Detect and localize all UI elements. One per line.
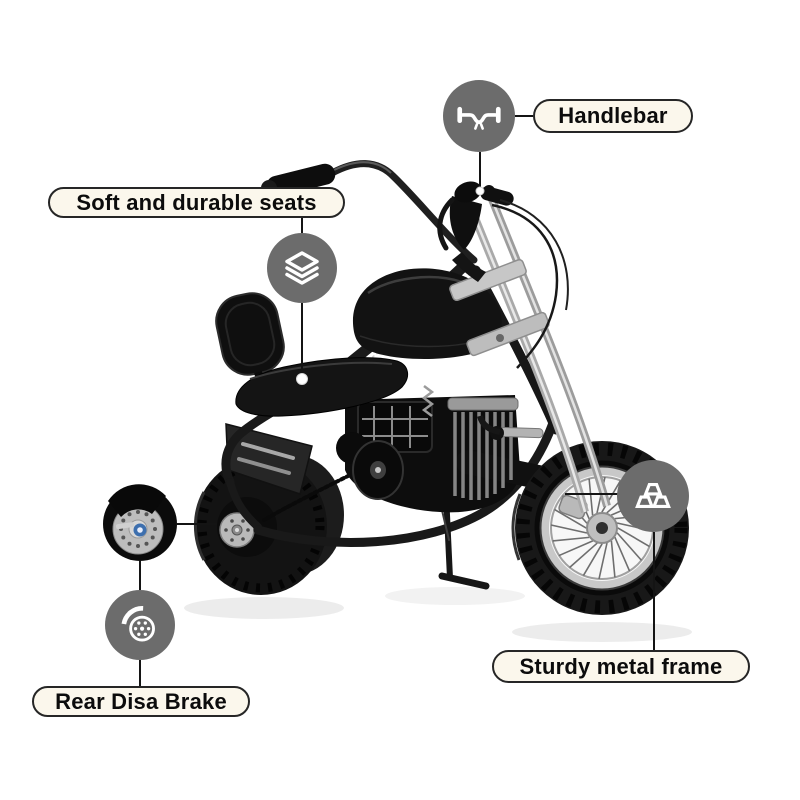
seats-label: Soft and durable seats — [48, 187, 345, 218]
rear-brake-callout-circle — [105, 590, 175, 660]
connector-lines — [139, 115, 655, 686]
frame-callout-circle — [617, 460, 689, 532]
seat — [215, 292, 409, 417]
rear-brake-photo-inset — [103, 484, 177, 561]
handlebar-label-text: Handlebar — [558, 103, 668, 128]
seats-callout-circle — [267, 233, 337, 303]
gold-ingots-icon — [635, 482, 671, 508]
seats-label-text: Soft and durable seats — [76, 189, 317, 215]
handlebar-callout-circle — [443, 80, 515, 152]
handlebar-anchor-dot — [475, 186, 485, 196]
layers-icon — [285, 251, 319, 285]
handlebar-icon — [457, 106, 501, 130]
ground-shadows — [184, 587, 692, 642]
seat-anchor-dot — [296, 373, 308, 385]
handlebar-label: Handlebar — [533, 99, 693, 133]
rear-brake-label: Rear Disa Brake — [32, 686, 250, 717]
frame-label: Sturdy metal frame — [492, 650, 750, 683]
frame-label-text: Sturdy metal frame — [519, 653, 723, 679]
disc-brake-icon — [121, 605, 155, 642]
rear-brake-label-text: Rear Disa Brake — [55, 688, 227, 714]
handlebar — [261, 160, 569, 369]
